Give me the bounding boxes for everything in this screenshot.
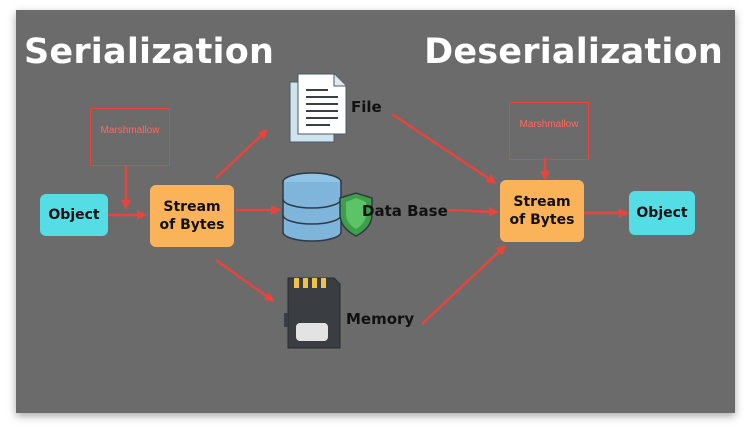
marshmallow-box-right: Marshmallow — [509, 102, 589, 160]
arrow-memory-to-stream — [421, 244, 507, 325]
stream-box-right: Stream of Bytes — [500, 180, 584, 242]
object-box-left: Object — [40, 194, 108, 236]
arrows-layer — [108, 112, 629, 325]
arrow-stream-to-memory — [215, 258, 275, 302]
diagram-canvas: Serialization Deserialization — [16, 10, 735, 413]
serialization-heading: Serialization — [24, 32, 275, 72]
deserialization-heading: Deserialization — [424, 32, 723, 72]
arrow-database-to-stream — [447, 206, 499, 217]
marshmallow-box-left: Marshmallow — [90, 108, 170, 166]
arrow-file-to-stream — [391, 112, 497, 184]
memory-label: Memory — [346, 310, 415, 328]
stream-box-left: Stream of Bytes — [150, 185, 234, 247]
object-box-right: Object — [629, 191, 695, 235]
file-label: File — [351, 98, 382, 116]
database-label: Data Base — [362, 202, 448, 220]
arrow-stream-to-file — [215, 128, 269, 179]
